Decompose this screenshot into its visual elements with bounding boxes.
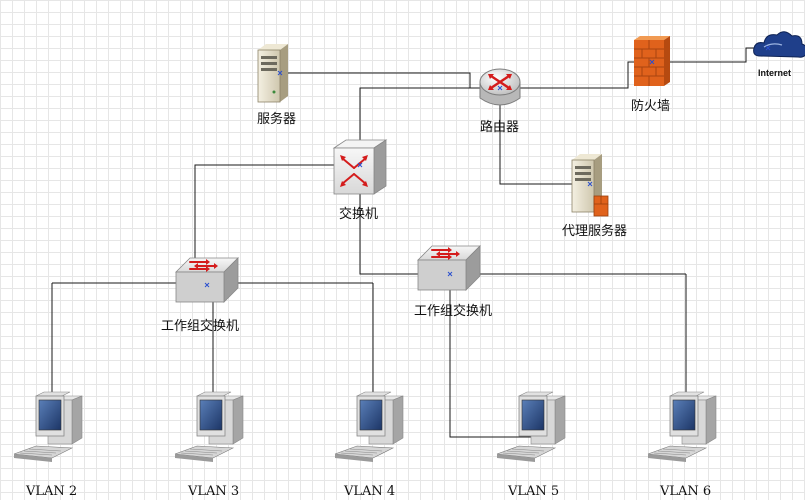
pc-label-vlan5: VLAN 5: [508, 484, 560, 499]
link-router-coreswitch: [359, 87, 500, 165]
firewall-icon: [634, 36, 670, 86]
computer-icon-vlan2: [13, 391, 83, 462]
server-icon: [257, 44, 288, 103]
workgroup-switch-right-icon: [417, 245, 481, 291]
computer-icon-vlan3: [174, 391, 244, 462]
workgroup-switch-left-icon: [175, 257, 239, 303]
proxy-server-icon: [571, 154, 609, 217]
pc-label-vlan4: VLAN 4: [344, 484, 396, 499]
connection-markers: [204, 45, 771, 288]
computer-icon-vlan6: [647, 391, 717, 462]
internet-label: Internet: [758, 68, 792, 78]
cloud-icon: [753, 31, 805, 58]
link-vlan5: [449, 274, 535, 438]
core-switch-icon: [332, 139, 388, 195]
router-label: 路由器: [480, 120, 520, 135]
router-icon: [479, 68, 521, 106]
pc-label-vlan6: VLAN 6: [660, 484, 712, 499]
pc-label-vlan3: VLAN 3: [188, 484, 240, 499]
link-firewall-router: [500, 61, 652, 89]
proxy-server-label: 代理服务器: [562, 224, 628, 239]
link-router-proxy: [499, 88, 590, 185]
computer-icon-vlan5: [496, 391, 566, 462]
workgroup-switch-right-label: 工作组交换机: [414, 304, 493, 319]
pc-label-vlan2: VLAN 2: [26, 484, 78, 499]
firewall-label: 防火墙: [631, 99, 671, 114]
core-switch-label: 交换机: [339, 207, 379, 222]
computer-icon-vlan4: [334, 391, 404, 462]
workgroup-switch-left-label: 工作组交换机: [161, 319, 240, 334]
server-label: 服务器: [257, 112, 297, 127]
link-server-router: [280, 72, 500, 89]
